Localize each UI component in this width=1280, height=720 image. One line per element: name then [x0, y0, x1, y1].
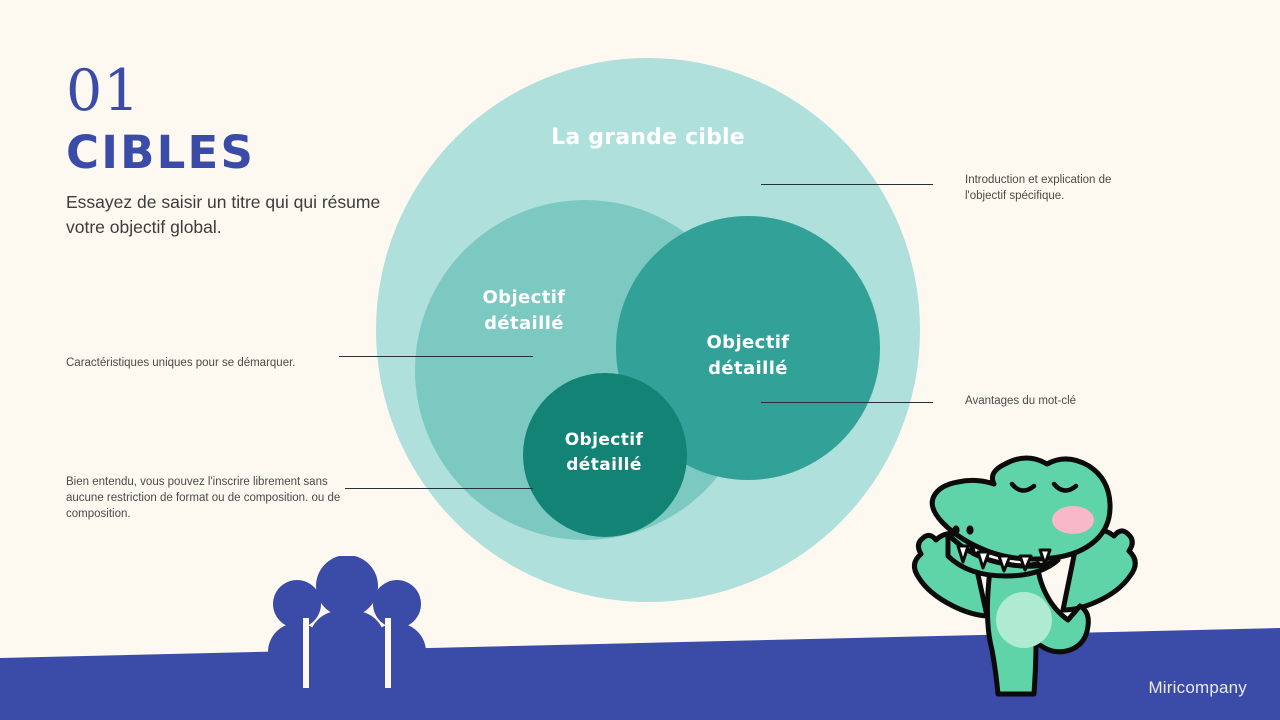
- page-title: CIBLES: [66, 126, 256, 179]
- dark-circle: [616, 216, 880, 480]
- mascot-belly: [996, 592, 1052, 648]
- annotation-left-bottom: Bien entendu, vous pouvez l'inscrire lib…: [66, 476, 341, 520]
- brand-footer: Miricompany: [1148, 678, 1247, 697]
- annotation-left-middle: Caractéristiques uniques pour se démarqu…: [66, 357, 296, 369]
- leader-line-right-bottom: [761, 402, 933, 403]
- heading-block: 01 CIBLES Essayez de saisir un titre qui…: [66, 62, 396, 240]
- leader-line-left-bottom: [345, 488, 533, 489]
- section-number: 01: [66, 58, 141, 124]
- deepest-circle: [523, 373, 687, 537]
- mascot-cheek: [1052, 506, 1094, 534]
- leader-line-left-middle: [339, 356, 533, 357]
- page-subtitle: Essayez de saisir un titre qui qui résum…: [66, 192, 381, 237]
- crocodile-mascot: [912, 455, 1138, 697]
- annotation-right-bottom: Avantages du mot-clé: [965, 395, 1077, 407]
- leader-line-right-top: [761, 184, 933, 185]
- annotation-right-top: Introduction et explication de l'objecti…: [965, 174, 1112, 202]
- group-people-icon: [268, 556, 426, 688]
